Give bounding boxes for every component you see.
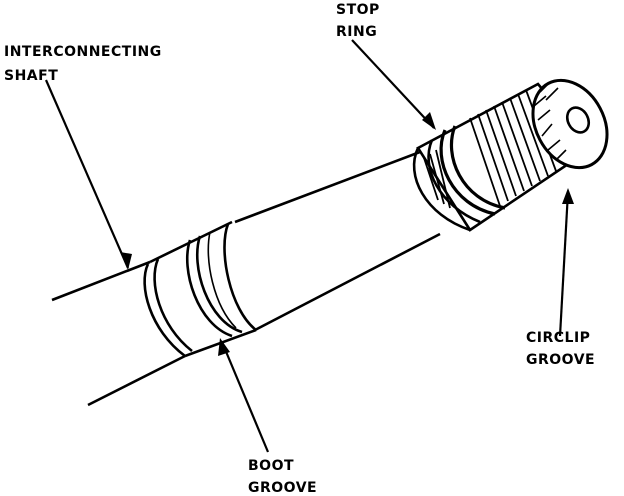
label-stop-ring-line2: RING bbox=[336, 24, 377, 40]
arrow-interconnecting-shaft bbox=[120, 252, 132, 270]
label-interconnecting-shaft-line2: SHAFT bbox=[4, 68, 58, 84]
arrow-circlip-groove bbox=[562, 188, 574, 204]
arrow-stop-ring bbox=[422, 112, 436, 130]
splined-end bbox=[412, 78, 609, 232]
label-stop-ring-line1: STOP bbox=[336, 2, 380, 18]
label-boot-groove-line2: GROOVE bbox=[248, 480, 317, 496]
leader-stop-ring bbox=[351, 39, 435, 129]
label-interconnecting-shaft-line1: INTERCONNECTING bbox=[4, 44, 162, 60]
leader-arrowheads bbox=[120, 112, 574, 356]
leader-boot-groove bbox=[220, 341, 270, 453]
leader-lines bbox=[44, 39, 570, 453]
label-circlip-groove-line1: CIRCLIP bbox=[526, 330, 590, 346]
arrow-boot-groove bbox=[218, 338, 230, 356]
label-boot-groove-line1: BOOT bbox=[248, 458, 294, 474]
leader-circlip-groove bbox=[558, 191, 570, 337]
label-circlip-groove-line2: GROOVE bbox=[526, 352, 595, 368]
interconnecting-shaft bbox=[51, 150, 441, 407]
leader-interconnecting-shaft bbox=[44, 79, 130, 269]
boot-groove-collar bbox=[143, 220, 257, 358]
